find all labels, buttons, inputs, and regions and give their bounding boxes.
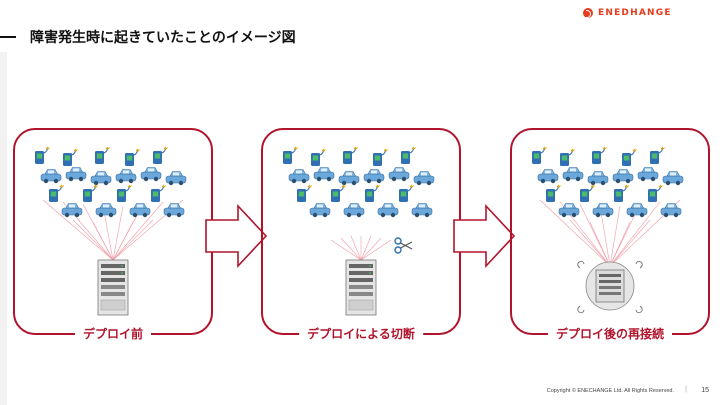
ev-car-icon <box>626 203 648 218</box>
ev-charger-icon <box>152 146 168 165</box>
title-rule <box>0 36 16 38</box>
ev-charger-icon <box>116 184 132 203</box>
arrow-right-icon <box>453 204 516 268</box>
left-accent-bar <box>0 52 7 405</box>
ev-charger-icon <box>559 148 575 167</box>
ev-car-icon <box>388 167 410 182</box>
panel-deploy-disconnect: デプロイによる切断 <box>261 128 461 342</box>
ev-charger-icon <box>545 184 561 203</box>
ev-car-icon <box>288 169 310 184</box>
ev-cluster <box>531 146 684 218</box>
ev-charger-icon <box>398 184 414 203</box>
ev-car-icon <box>562 167 584 182</box>
ev-charger-icon <box>372 148 388 167</box>
ev-car-icon <box>592 203 614 218</box>
ev-car-icon <box>660 203 682 218</box>
ev-charger-icon <box>310 148 326 167</box>
ev-charger-icon <box>591 146 607 165</box>
connection-lines <box>330 235 392 261</box>
scissors-icon <box>394 237 413 254</box>
after-deploy-illustration <box>531 146 684 314</box>
server-icon <box>345 259 377 316</box>
enechange-logo: ENEDHANGE <box>583 8 672 18</box>
ev-car-icon <box>40 169 62 184</box>
ev-charger-icon <box>282 146 298 165</box>
ev-car-icon <box>558 203 580 218</box>
ev-car-icon <box>612 169 634 184</box>
footer-separator: | <box>685 386 687 393</box>
ev-car-icon <box>363 169 385 184</box>
page-title: 障害発生時に起きていたことのイメージ図 <box>30 30 296 46</box>
ev-charger-icon <box>150 184 166 203</box>
panel-label-deploy-disconnect: デプロイによる切断 <box>299 326 423 342</box>
before-deploy-illustration <box>34 146 187 316</box>
ev-car-icon <box>140 167 162 182</box>
ev-charger-icon <box>579 184 595 203</box>
ev-charger-icon <box>48 184 64 203</box>
ev-charger-icon <box>124 148 140 167</box>
ev-car-icon <box>343 203 365 218</box>
logo-text: ENEDHANGE <box>598 8 672 18</box>
panel-after-deploy-reconnect: デプロイ後の再接続 <box>510 128 710 342</box>
panel-before-deploy: デプロイ前 <box>13 128 213 342</box>
ev-charger-icon <box>342 146 358 165</box>
ev-cluster <box>34 146 187 218</box>
ev-car-icon <box>90 171 112 186</box>
ev-charger-icon <box>400 146 416 165</box>
ev-car-icon <box>537 169 559 184</box>
ev-charger-icon <box>613 184 629 203</box>
ev-charger-icon <box>94 146 110 165</box>
ev-charger-icon <box>296 184 312 203</box>
ev-charger-icon <box>531 146 547 165</box>
ev-charger-icon <box>34 146 50 165</box>
arrow-right-icon <box>205 204 268 268</box>
ev-car-icon <box>377 203 399 218</box>
ev-car-icon <box>95 203 117 218</box>
page-number: 15 <box>701 387 709 394</box>
ev-car-icon <box>61 203 83 218</box>
ev-car-icon <box>313 167 335 182</box>
ev-car-icon <box>115 169 137 184</box>
ev-car-icon <box>163 203 185 218</box>
ev-car-icon <box>309 203 331 218</box>
broken-server-icon <box>577 260 643 314</box>
ev-charger-icon <box>82 184 98 203</box>
connection-lines <box>42 199 184 261</box>
ev-charger-icon <box>330 184 346 203</box>
ev-cluster <box>282 146 435 218</box>
ev-car-icon <box>165 171 187 186</box>
ev-car-icon <box>65 167 87 182</box>
ev-car-icon <box>413 171 435 186</box>
ev-car-icon <box>338 171 360 186</box>
ev-charger-icon <box>364 184 380 203</box>
server-icon <box>97 259 129 316</box>
panel-label-after-deploy: デプロイ後の再接続 <box>547 326 673 342</box>
deploy-disconnect-illustration <box>282 146 435 316</box>
ev-charger-icon <box>621 148 637 167</box>
ev-car-icon <box>129 203 151 218</box>
footer-copyright: Copyright © ENECHANGE Ltd. All Rights Re… <box>546 388 674 394</box>
ev-charger-icon <box>649 146 665 165</box>
ev-car-icon <box>411 203 433 218</box>
panel-label-before-deploy: デプロイ前 <box>74 326 152 342</box>
ev-car-icon <box>662 171 684 186</box>
logo-mark-icon <box>583 8 593 18</box>
ev-car-icon <box>587 171 609 186</box>
ev-charger-icon <box>62 148 78 167</box>
ev-car-icon <box>637 167 659 182</box>
ev-charger-icon <box>647 184 663 203</box>
